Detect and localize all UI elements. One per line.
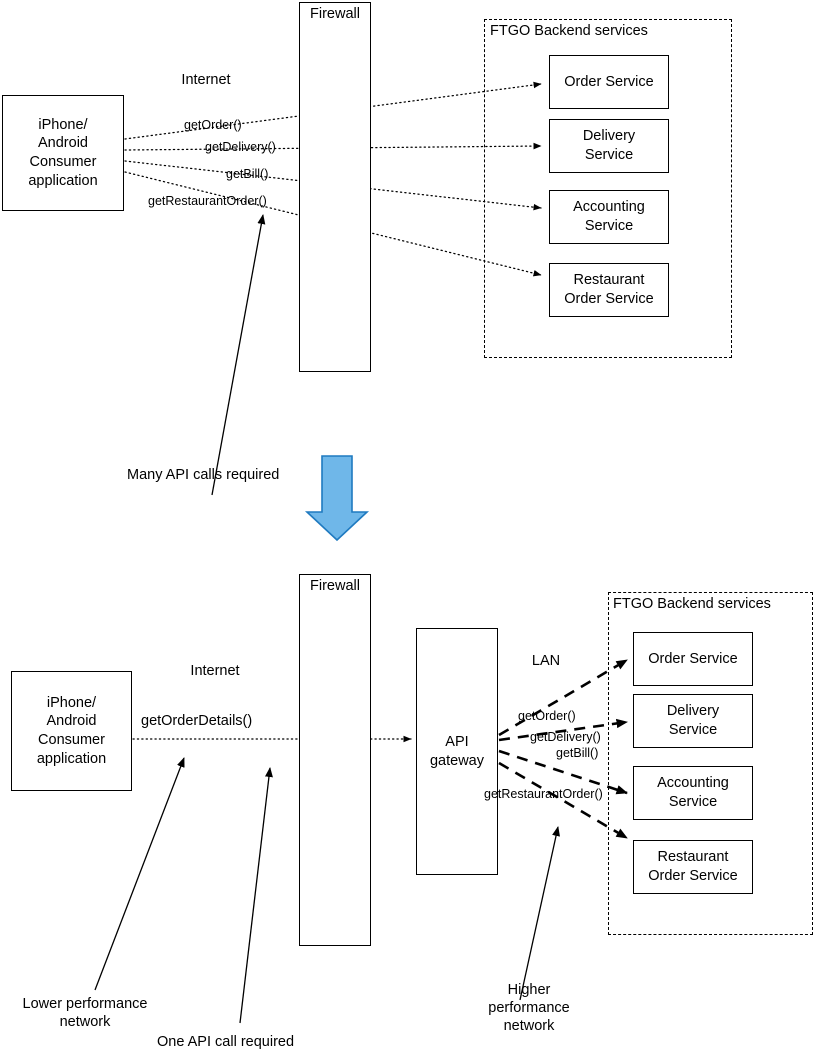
top-service-accounting-label: Accounting Service (573, 199, 645, 234)
bottom-service-accounting-label: Accounting Service (657, 775, 729, 810)
top-consumer-application-box[interactable]: iPhone/ Android Consumer application (2, 95, 124, 211)
annotation-many-api-calls: Many API calls required (127, 467, 280, 483)
bottom-service-delivery-label: Delivery Service (666, 703, 720, 738)
bottom-service-delivery[interactable]: Delivery Service (633, 694, 753, 748)
top-ftgo-backend-group (484, 19, 732, 358)
top-call-label-getDelivery: getDelivery() (205, 140, 276, 154)
top-service-restaurant-order[interactable]: Restaurant Order Service (549, 263, 669, 317)
leader-lower-performance (94, 757, 185, 991)
leader-many-api-calls (211, 214, 266, 496)
annotation-one-api-call: One API call required (157, 1034, 295, 1050)
top-internet-label: Internet (181, 72, 231, 88)
bottom-call-label-getOrder: getOrder() (518, 709, 576, 723)
bottom-firewall-box[interactable]: Firewall (299, 574, 371, 946)
top-service-order[interactable]: Order Service (549, 55, 669, 109)
bottom-service-accounting[interactable]: Accounting Service (633, 766, 753, 820)
bottom-call-label-getBill: getBill() (556, 746, 599, 760)
top-call-label-getBill: getBill() (226, 167, 269, 181)
api-gateway-label: API gateway (429, 733, 484, 769)
bottom-call-label-getRestaurantOrder: getRestaurantOrder() (484, 787, 603, 801)
annotation-lower-performance-network: Lower performance network (22, 996, 148, 1031)
top-service-restaurant-order-label: Restaurant Order Service (564, 272, 654, 307)
api-gateway-box[interactable]: API gateway (416, 628, 498, 875)
leader-higher-performance (519, 826, 560, 1001)
down-arrow-icon (304, 455, 370, 542)
top-service-order-label: Order Service (564, 73, 654, 90)
top-call-label-getOrder: getOrder() (184, 118, 242, 132)
bottom-consumer-application-box[interactable]: iPhone/ Android Consumer application (11, 671, 132, 791)
annotation-higher-performance-network: Higher performance network (488, 982, 570, 1035)
bottom-service-restaurant-order-label: Restaurant Order Service (648, 849, 738, 884)
lan-label: LAN (531, 653, 561, 669)
top-ftgo-group-title: FTGO Backend services (490, 23, 648, 39)
top-firewall-box[interactable]: Firewall (299, 2, 371, 372)
bottom-call-label-getDelivery: getDelivery() (530, 730, 601, 744)
bottom-consumer-label: iPhone/ Android Consumer application (36, 694, 107, 767)
bottom-client-call-label: getOrderDetails() (141, 713, 253, 729)
top-consumer-label: iPhone/ Android Consumer application (28, 116, 98, 189)
top-service-delivery[interactable]: Delivery Service (549, 119, 669, 173)
bottom-service-restaurant-order[interactable]: Restaurant Order Service (633, 840, 753, 894)
top-firewall-label: Firewall (310, 6, 360, 22)
bottom-ftgo-backend-group (608, 592, 813, 935)
leader-one-api-call (239, 767, 273, 1024)
bottom-internet-label: Internet (190, 663, 240, 679)
bottom-firewall-label: Firewall (310, 578, 360, 594)
bottom-ftgo-group-title: FTGO Backend services (613, 596, 771, 612)
bottom-service-order[interactable]: Order Service (633, 632, 753, 686)
top-call-label-getRestaurantOrder: getRestaurantOrder() (148, 194, 267, 208)
bottom-service-order-label: Order Service (648, 650, 738, 667)
top-service-accounting[interactable]: Accounting Service (549, 190, 669, 244)
top-service-delivery-label: Delivery Service (582, 128, 636, 163)
